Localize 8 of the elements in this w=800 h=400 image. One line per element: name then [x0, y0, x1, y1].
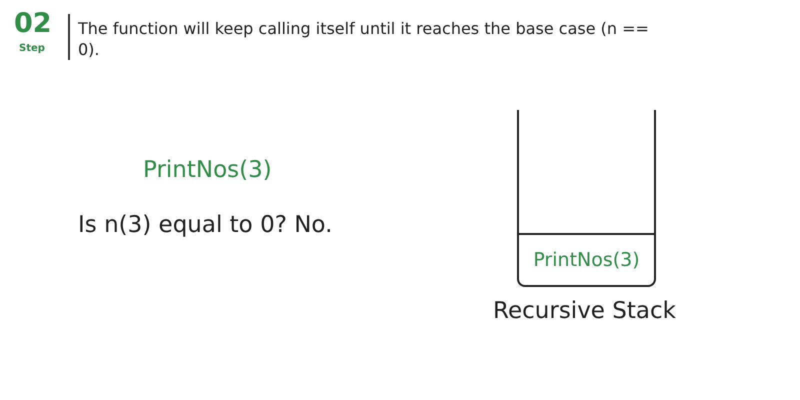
- stack-label: Recursive Stack: [492, 298, 677, 324]
- function-call-text: PrintNos(3): [143, 157, 272, 183]
- step-caption: Step: [19, 44, 45, 54]
- condition-text: Is n(3) equal to 0? No.: [78, 212, 332, 238]
- stack-container: [517, 110, 656, 287]
- step-description: The function will keep calling itself until it reaches the base case (n == 0).: [78, 18, 650, 60]
- stack-frame-text: PrintNos(3): [533, 249, 640, 271]
- step-number: 02: [14, 10, 52, 37]
